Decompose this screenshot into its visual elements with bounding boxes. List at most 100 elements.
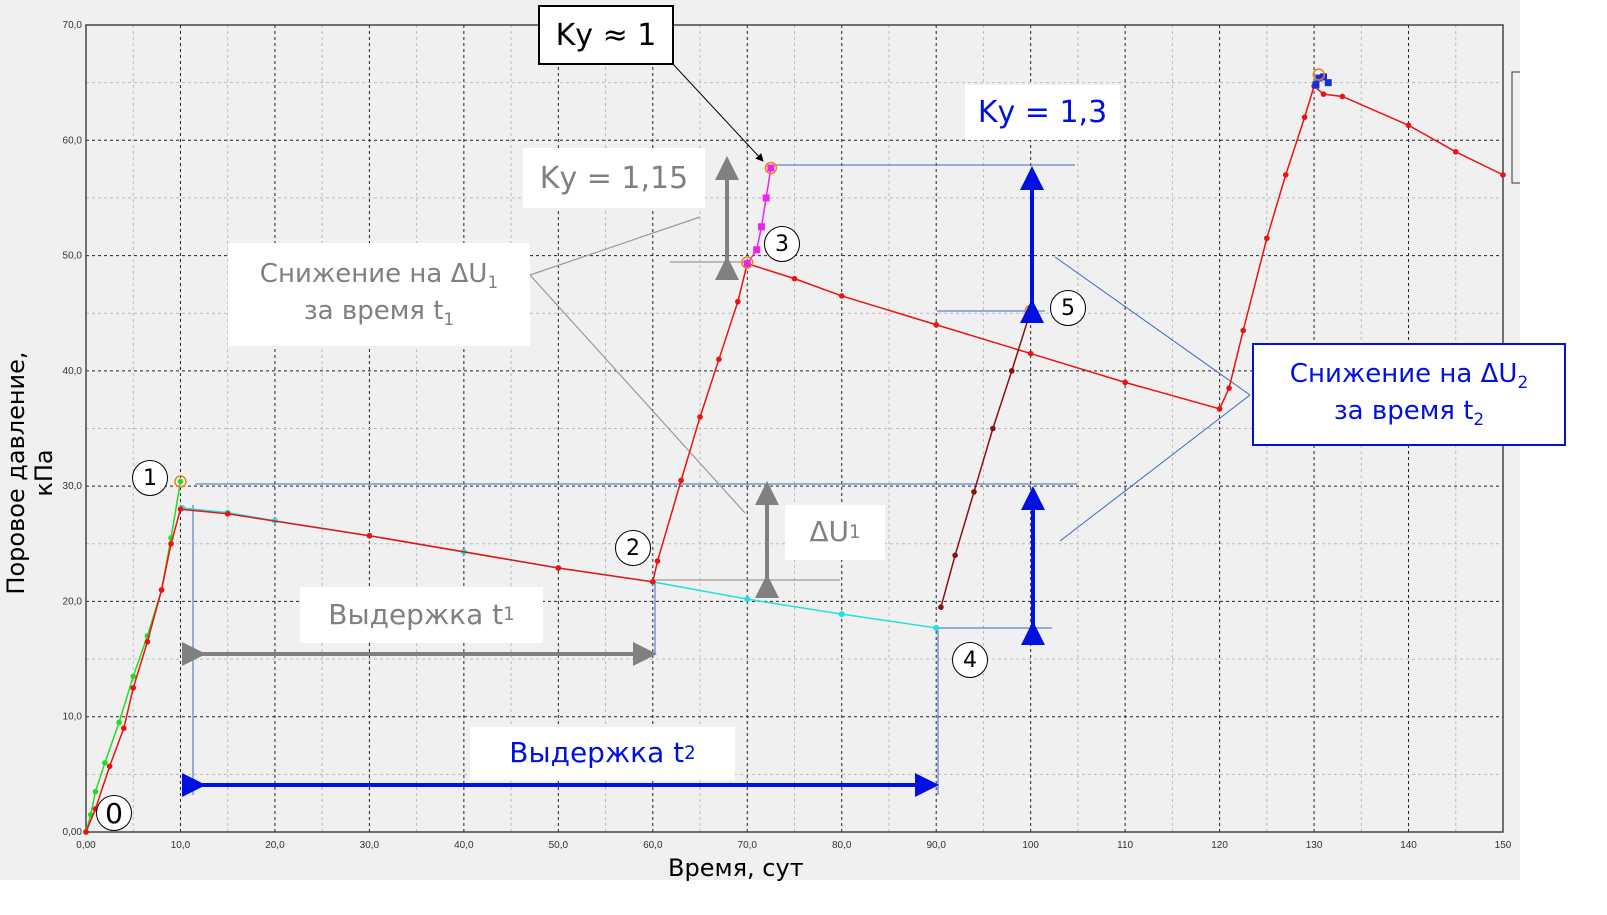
- y-tick-label: 50,0: [63, 251, 83, 262]
- y-tick-label: 30,0: [63, 481, 83, 492]
- point-marker-3: 3: [764, 226, 800, 262]
- grid: [86, 25, 1503, 832]
- x-tick-label: 40,0: [454, 840, 474, 851]
- y-tick-label: 20,0: [63, 596, 83, 607]
- data-point-red: [1282, 172, 1289, 178]
- x-tick-label: 120: [1211, 840, 1228, 851]
- x-tick-label: 140: [1400, 840, 1417, 851]
- data-point-red: [716, 356, 722, 363]
- hold1-sub: 1: [503, 604, 515, 626]
- drop2-sub2: 2: [1473, 408, 1485, 429]
- data-point-red: [158, 587, 165, 593]
- series-line-red: [85, 84, 1504, 833]
- data-point-cyan: [744, 596, 751, 603]
- point-marker-4: 4: [952, 642, 988, 678]
- y-tick-label: 40,0: [63, 366, 83, 377]
- data-point-magenta: [757, 223, 765, 231]
- drop1-sub2: 1: [443, 308, 455, 329]
- data-point-red: [168, 540, 174, 547]
- data-point-red: [106, 763, 113, 770]
- data-point-green: [130, 673, 137, 680]
- data-point-red: [654, 558, 661, 564]
- data-point-green: [102, 760, 108, 766]
- data-point-green: [92, 788, 99, 795]
- data-point-red: [1226, 385, 1232, 391]
- data-point-green: [177, 478, 184, 485]
- x-tick-label: 10,0: [171, 840, 191, 851]
- data-point-red: [838, 293, 845, 299]
- data-point-darkred: [990, 425, 996, 432]
- data-point-red: [1320, 91, 1327, 97]
- x-tick-label: 90,0: [926, 840, 946, 851]
- drop2-label: Снижение на ΔU2 за время t2: [1252, 343, 1566, 446]
- ky115-text: Kу = 1,15: [539, 160, 689, 196]
- data-point-blue: [1315, 74, 1323, 82]
- data-point-darkred: [1008, 368, 1015, 374]
- data-point-darkred: [952, 552, 958, 559]
- data-point-red: [933, 321, 939, 328]
- data-point-red: [735, 298, 741, 305]
- x-tick-label: 130: [1306, 840, 1323, 851]
- series-line-darkred: [940, 310, 1032, 608]
- data-point-blue: [1324, 79, 1332, 87]
- data-point-red: [130, 685, 137, 691]
- gray-guide-lines: [529, 216, 840, 581]
- data-point-red: [1452, 149, 1459, 155]
- x-tick-label: 60,0: [643, 840, 663, 851]
- data-point-darkred: [938, 604, 944, 610]
- x-tick-label: 110: [1117, 840, 1133, 851]
- point-marker-0: 0: [96, 795, 132, 831]
- y-tick-label: 60,0: [63, 135, 83, 146]
- data-point-red: [1301, 114, 1308, 121]
- data-point-red: [1240, 327, 1247, 334]
- x-tick-label: 20,0: [265, 840, 285, 851]
- data-point-red: [650, 579, 656, 585]
- y-axis-label: Поровое давление, кПа: [2, 351, 58, 595]
- ky1-pointer-arrow: [671, 62, 764, 162]
- data-point-red: [1500, 172, 1506, 178]
- hold2-sub: 2: [684, 742, 696, 764]
- data-point-red: [555, 565, 562, 571]
- y-tick-label: 10,0: [63, 712, 83, 723]
- series-group: [83, 68, 1506, 835]
- data-point-red: [83, 829, 89, 835]
- ky1-label: Kу ≈ 1: [538, 5, 674, 65]
- data-point-magenta: [767, 164, 775, 172]
- legend-bracket: [1511, 71, 1520, 184]
- drop1-sub: 1: [487, 272, 499, 293]
- point-marker-5: 5: [1050, 290, 1086, 326]
- data-point-red: [144, 638, 151, 645]
- data-point-red: [177, 506, 184, 512]
- data-point-blue: [1312, 81, 1320, 89]
- data-point-red: [366, 532, 373, 539]
- y-tick-label: 0,00: [63, 827, 83, 838]
- drop1-text2: за время t: [303, 295, 444, 326]
- du1-sub: 1: [849, 521, 861, 543]
- drop1-label: Снижение на ΔU1 за время t1: [228, 243, 530, 346]
- drop1-text: Снижение на ΔU: [259, 259, 488, 290]
- x-tick-label: 30,0: [360, 840, 380, 851]
- data-point-green: [116, 719, 122, 726]
- drop2-text2: за время t: [1333, 395, 1474, 426]
- drop2-sub: 2: [1517, 372, 1529, 393]
- data-point-red: [1216, 406, 1223, 412]
- data-point-red: [224, 511, 231, 517]
- data-point-red: [697, 414, 703, 420]
- data-point-darkred: [971, 489, 977, 495]
- data-point-red: [1122, 379, 1128, 386]
- point-marker-1: 1: [132, 460, 168, 496]
- x-tick-label: 100: [1022, 840, 1039, 851]
- x-axis-label: Время, сут: [668, 854, 804, 882]
- data-point-cyan: [933, 624, 940, 631]
- ky1-text: Kу ≈ 1: [555, 17, 657, 53]
- highlight-point: [1312, 68, 1326, 81]
- x-tick-label: 50,0: [549, 840, 569, 851]
- x-tick-label: 70,0: [738, 840, 758, 851]
- y-tick-label: 70,0: [63, 20, 83, 31]
- data-point-red: [120, 725, 127, 732]
- x-tick-label: 150: [1495, 840, 1512, 851]
- highlight-point: [741, 256, 754, 269]
